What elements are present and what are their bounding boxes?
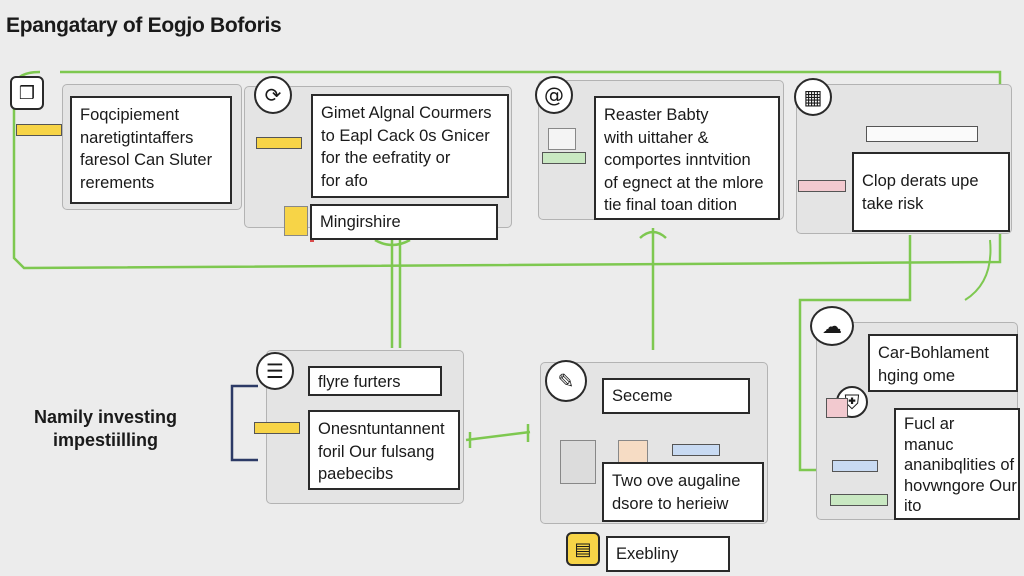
text-line: Mingirshire — [320, 213, 401, 231]
text-line: take risk — [862, 194, 924, 213]
mid-link-connector — [465, 430, 531, 442]
refresh-icon: ⟳ — [254, 76, 292, 114]
yellow-tag — [254, 422, 300, 434]
text-line: ito — [904, 497, 922, 515]
pink-tag — [798, 180, 846, 192]
mini-card — [548, 128, 576, 150]
text-line: manuc — [904, 435, 954, 454]
text-box-9: Onesntuntannent foril Our fulsang paebec… — [308, 410, 460, 490]
handshake-cloud-icon: ☁ — [810, 306, 854, 346]
text-line: Two ove augaline — [612, 472, 741, 490]
text-line: faresol Can Sluter — [80, 151, 213, 169]
text-line: Seceme — [612, 387, 673, 405]
blue-tag — [832, 460, 878, 472]
text-line: hovwngore Our — [904, 476, 1017, 495]
side-label-line-1: Namily investing — [34, 407, 178, 427]
text-box-6: Car-Bohlament hging ome — [868, 334, 1018, 392]
text-line: Car-Bohlament — [878, 344, 989, 362]
clipboard-icon: ❒ — [10, 76, 44, 110]
text-line: tie final toan dition — [604, 196, 738, 214]
text-line: naretigtintaffers — [80, 128, 194, 147]
yellow-tag — [256, 137, 302, 149]
text-line: flyre furters — [318, 373, 401, 391]
grid-icon: ▦ — [794, 78, 832, 116]
text-box-4: Reaster Babty with uittaher & comportes … — [594, 96, 780, 220]
text-line: of egnect at the mlore — [604, 173, 764, 192]
text-box-11: Two ove augaline dsore to herieiw — [602, 462, 764, 522]
text-box-5: Clop derats upe take risk — [852, 152, 1010, 232]
text-line: hging ome — [878, 366, 956, 385]
text-box-8: flyre furters — [308, 366, 442, 396]
left-bracket-connector — [230, 384, 258, 462]
text-line: to Eapl Cack 0s Gnicer — [321, 126, 490, 145]
mini-card — [560, 440, 596, 484]
right-connector — [798, 235, 912, 472]
text-line: dsore to herieiw — [612, 494, 729, 513]
text-line: foril Our fulsang — [318, 442, 435, 461]
side-label-line-2: impestiilling — [53, 430, 159, 450]
clipboard-list-icon: ▤ — [566, 532, 600, 566]
text-line: paebecibs — [318, 465, 394, 483]
text-line: ananibqlities of — [904, 456, 1015, 474]
text-line: for afo — [321, 171, 368, 190]
yellow-tag — [16, 124, 62, 136]
at-sign-icon: @ — [535, 76, 573, 114]
drop-connector-2-cap — [639, 230, 667, 239]
text-box-3: Mingirshire — [310, 204, 498, 240]
text-line: Reaster Babty — [604, 106, 709, 124]
document-list-icon: ☰ — [256, 352, 294, 390]
text-line: comportes inntvition — [604, 151, 751, 169]
green-tag — [830, 494, 888, 506]
mini-card — [284, 206, 308, 236]
document-edit-icon: ✎ — [545, 360, 587, 402]
text-line: rerements — [80, 173, 155, 192]
green-tag — [542, 152, 586, 164]
drop-connector-1-cap — [374, 238, 411, 247]
text-line: Foqcipiement — [80, 106, 180, 124]
text-box-2: Gimet Algnal Courmers to Eapl Cack 0s Gn… — [311, 94, 509, 198]
text-line: Exebliny — [616, 545, 679, 563]
text-line: Clop derats upe — [862, 172, 979, 190]
pink-block — [826, 398, 848, 418]
text-box-7: Fucl ar manuc ananibqlities of hovwngore… — [894, 408, 1020, 520]
text-line: for the eefratity or — [321, 149, 451, 167]
text-line: with uittaher & — [604, 128, 709, 147]
diagram-title: Epangatary of Eogjo Boforis — [6, 14, 282, 37]
right-curl-connector — [964, 239, 992, 301]
text-line: Gimet Algnal Courmers — [321, 104, 492, 122]
white-tag — [866, 126, 978, 142]
side-label: Namily investing impestiilling — [34, 406, 177, 452]
text-box-10: Seceme — [602, 378, 750, 414]
text-line: Onesntuntannent — [318, 420, 445, 438]
text-line: Fucl ar — [904, 415, 955, 433]
text-box-12: Exebliny — [606, 536, 730, 572]
text-box-1: Foqcipiement naretigtintaffers faresol C… — [70, 96, 232, 204]
blue-tag — [672, 444, 720, 456]
